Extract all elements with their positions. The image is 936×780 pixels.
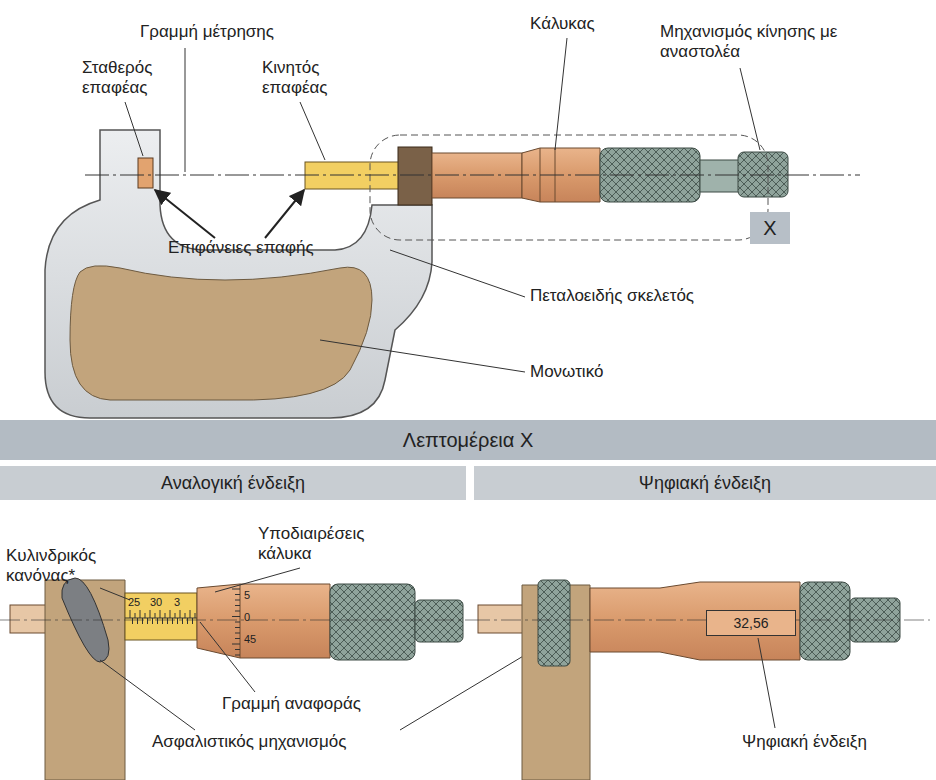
section-band: Λεπτομέρεια X [0, 420, 936, 460]
anvil-label: Σταθερός επαφέας [82, 58, 172, 98]
lock-label: Ασφαλιστικός μηχανισμός [152, 732, 346, 752]
subsection-band: Αναλογική ένδειξη [0, 466, 466, 500]
frame-label: Πεταλοειδής σκελετός [530, 286, 694, 306]
scale-number: 5 [244, 589, 250, 601]
reference-line-label: Γραμμή αναφοράς [222, 694, 361, 714]
thimble-label: Κάλυκας [530, 14, 595, 34]
subsection-band: Ψηφιακή ένδειξη [474, 466, 936, 500]
node-text: X [763, 217, 776, 240]
contact-faces-label: Επιφάνειες επαφής [168, 238, 314, 258]
scale-number: 25 [128, 596, 140, 608]
scale-number: 3 [174, 596, 180, 608]
node-text: Λεπτομέρεια X [403, 429, 533, 452]
insulation-label: Μονωτικό [530, 362, 603, 382]
scale-number: 30 [150, 596, 162, 608]
spindle-label: Κινητός επαφέας [262, 58, 352, 98]
measuring-line-label: Γραμμή μέτρησης [140, 22, 274, 42]
digital-display: 32,56 [706, 610, 796, 636]
digital-display-label: Ψηφιακή ένδειξη [742, 732, 867, 752]
scale-number: 45 [244, 633, 256, 645]
scale-number: 0 [244, 611, 250, 623]
node-text: Ψηφιακή ένδειξη [639, 473, 771, 494]
detail-tag: X [750, 212, 790, 244]
node-text: 32,56 [733, 615, 768, 631]
ratchet-label: Μηχανισμός κίνησης με αναστολέα [660, 22, 850, 62]
thimble-divisions-label: Υποδιαιρέσεις κάλυκα [258, 524, 378, 564]
node-text: Αναλογική ένδειξη [161, 473, 305, 494]
sleeve-scale-label: Κυλινδρικός κανόνας* [6, 546, 116, 586]
